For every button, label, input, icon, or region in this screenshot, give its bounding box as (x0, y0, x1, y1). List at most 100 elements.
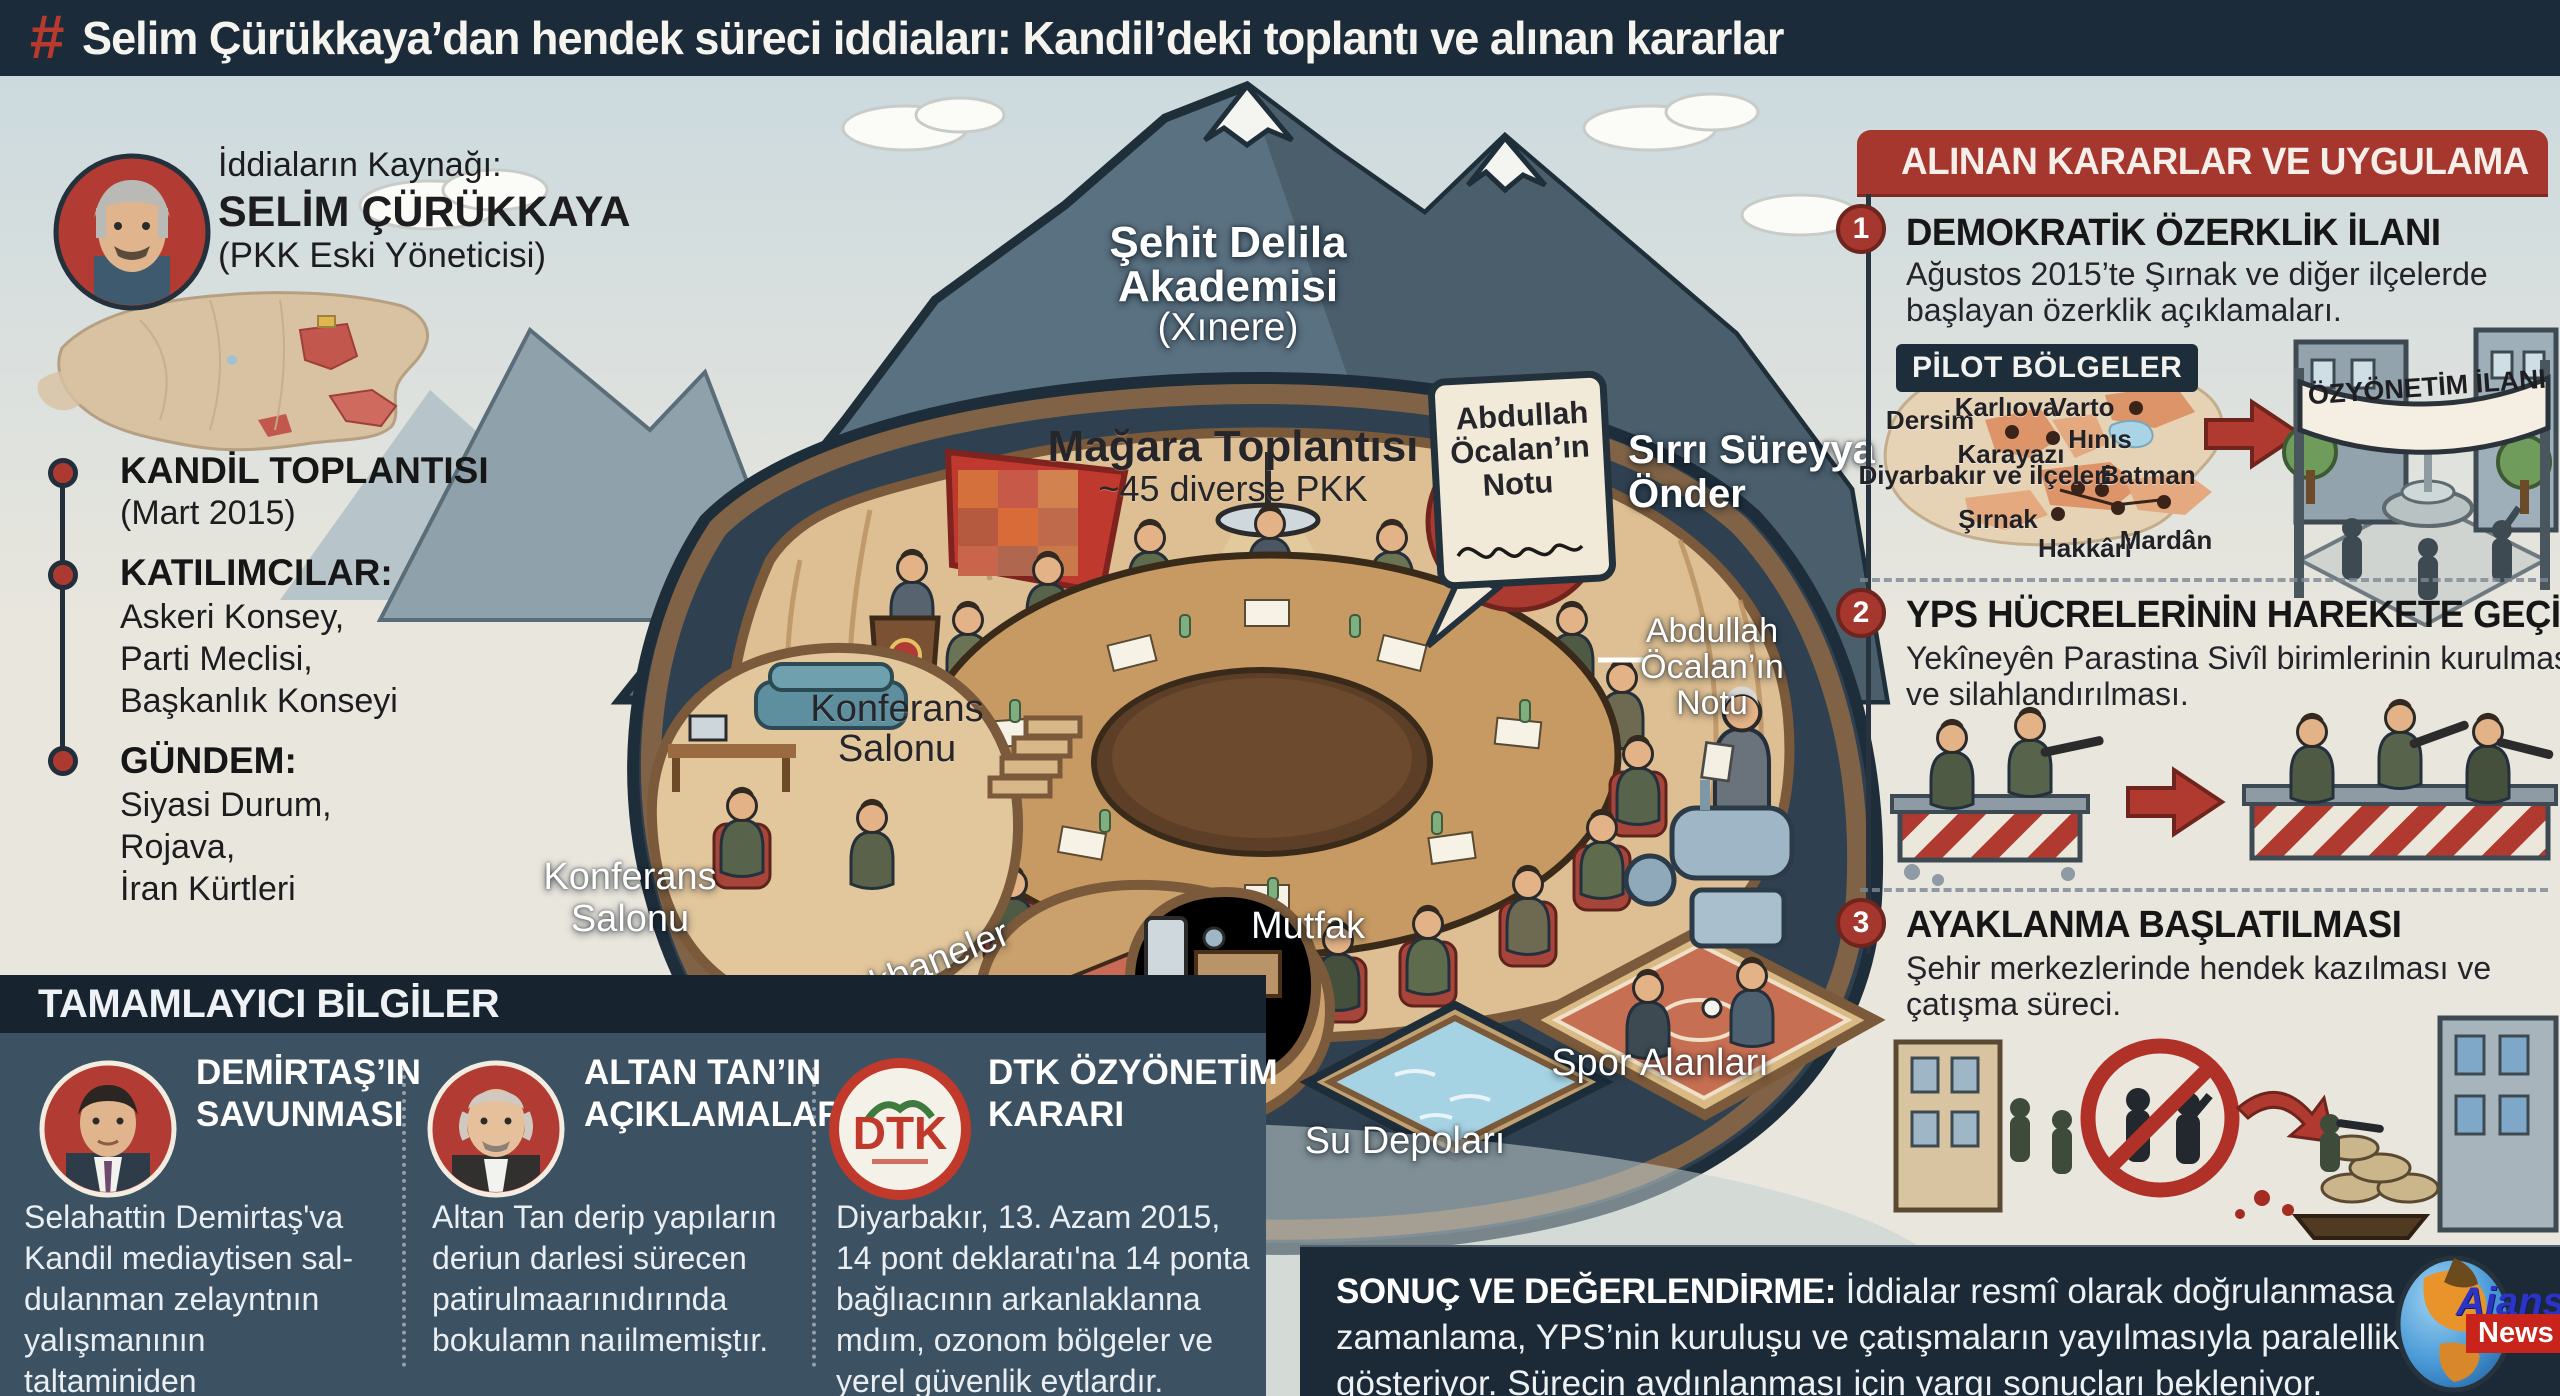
onder-label: Sırrı Süreyya (1628, 428, 1875, 472)
timeline-bullet (48, 560, 78, 590)
source-role: (PKK Eski Yöneticisi) (218, 236, 547, 275)
conclusion-text: SONUÇ VE DEĞERLENDİRME: İddialar resmî o… (1336, 1269, 2526, 1396)
supplementary-header-bar: TAMAMLAYICI BİLGİLER (0, 975, 1266, 1033)
suit-man (1700, 686, 1772, 842)
stairs (987, 715, 1083, 799)
ajans-news-logo: Ajans News (2388, 1248, 2560, 1396)
room-water (1299, 1000, 1614, 1163)
region-label: Hınıs (2068, 424, 2132, 454)
censored-patch (958, 470, 1078, 576)
note-pointer-label: Öcalan’ın (1640, 648, 1784, 686)
svg-text:DTK: DTK (853, 1107, 948, 1159)
decision-desc: başlayan özerklik açıklamaları. (1906, 292, 2342, 328)
riot-scene (1893, 1015, 2559, 1240)
timeline-item-line: Parti Meclisi, (120, 640, 313, 678)
header-bar: # Selim Çürükkaya’dan hendek süreci iddi… (0, 0, 2560, 76)
pilot-map (1883, 360, 2224, 547)
timeline-item-line: (Mart 2015) (120, 494, 296, 532)
divider (402, 1067, 406, 1367)
room-label-kitchen: Mutfak (1250, 905, 1366, 947)
pilot-regions-badge: PİLOT BÖLGELER (1896, 344, 2199, 392)
turkey-map (37, 291, 430, 452)
decision-number-badge: 2 (1836, 588, 1886, 638)
supp-block-title: KARARI (988, 1095, 1125, 1134)
decisions-rail (1866, 194, 1871, 954)
timeline-rail (60, 475, 65, 775)
note-bubble (1425, 370, 1617, 649)
supp-block-body: Altan Tan derip yapıların deriun darlesi… (432, 1199, 777, 1358)
supp-block-body: Diyarbakır, 13. Azam 2015, 14 pont dekla… (836, 1199, 1250, 1396)
room-label-conference-upper: Konferans (810, 688, 984, 730)
supp-block-title: SAVUNMASI (196, 1095, 404, 1134)
timeline-item-line: Siyasi Durum, (120, 786, 332, 824)
signature-scribble (1456, 543, 1584, 559)
region-label: Karayazı (1957, 439, 2065, 469)
timeline-item-line: İran Kürtleri (120, 870, 296, 908)
decision-desc: Ağustos 2015’te Şırnak ve diğer ilçelerd… (1906, 256, 2488, 292)
region-label: Dersim (1885, 405, 1975, 435)
decision-title: YPS HÜCRELERİNİN HAREKETE GEÇİRİLMESİ (1906, 594, 2560, 636)
divider (1860, 888, 2548, 892)
decision-title: AYAKLANMA BAŞLATILMASI (1906, 904, 2402, 946)
divider (812, 1067, 816, 1367)
supp-block-body: Selahattin Demirtaş'va Kandil mediaytise… (24, 1199, 354, 1396)
meeting-title: Mağara Toplantısı (1047, 422, 1419, 471)
timeline-bullet (48, 458, 78, 488)
logo-line2: News (2466, 1314, 2560, 1353)
timeline-item-line: Rojava, (120, 828, 236, 866)
city-scene (2282, 327, 2559, 628)
conclusion-body: İddialar resmî olarak doğrulanmasa da, z… (1336, 1272, 2453, 1396)
arrow-right-icon (2204, 398, 2304, 470)
room-label-conference-lower: Salonu (570, 898, 690, 940)
hash-icon: # (30, 3, 65, 72)
decision-number-badge: 1 (1836, 204, 1886, 254)
yps-scene (1890, 697, 2558, 886)
decision-desc: ve silahlandırılması. (1906, 676, 2189, 712)
page-title: Selim Çürükkaya’dan hendek süreci iddial… (82, 12, 1784, 64)
note-pointer-label: Notu (1676, 684, 1748, 722)
supp-block-title: DEMİRTAŞ’IN (196, 1053, 421, 1092)
clouds (358, 92, 1860, 237)
conclusion-panel: SONUÇ VE DEĞERLENDİRME: İddialar resmî o… (1300, 1245, 2560, 1396)
academy-label: Şehit Delila (1109, 218, 1347, 267)
decision-desc: Şehir merkezlerinde hendek kazılması ve (1906, 950, 2492, 986)
region-label: Karlıova (1954, 392, 2058, 422)
altan-tan-portrait (427, 1060, 565, 1198)
source-name: SELİM ÇÜRÜKKAYA (218, 188, 631, 236)
timeline-item-title: GÜNDEM: (120, 740, 297, 781)
region-label: Hakkâri (2038, 533, 2132, 563)
academy-sub-label: (Xınere) (1157, 306, 1299, 349)
timeline-item-title: KATILIMCILAR: (120, 552, 393, 593)
decision-desc: çatışma süreci. (1906, 986, 2122, 1022)
dtk-logo: DTK (829, 1058, 971, 1200)
region-label: Diyarbakır ve ilçeleri (1858, 460, 2112, 490)
region-label: Mardân (2119, 525, 2213, 555)
demirtas-portrait (39, 1060, 177, 1198)
divider (1860, 578, 2548, 582)
decisions-header-bar: ALINAN KARARLAR VE UYGULAMA (1857, 130, 2548, 194)
timeline-item-line: Başkanlık Konseyi (120, 682, 398, 720)
supplementary-panel: TAMAMLAYICI BİLGİLER DEMİRTAŞ’IN SAVUNMA… (0, 975, 1278, 1396)
supp-block-title: DTK ÖZYÖNETİM (988, 1053, 1278, 1092)
conclusion-label: SONUÇ VE DEĞERLENDİRME: (1336, 1272, 1836, 1311)
timeline-item-title: KANDİL TOPLANTISI (120, 450, 489, 491)
timeline-item-line: Askeri Konsey, (120, 598, 345, 636)
supplementary-header-title: TAMAMLAYICI BİLGİLER (38, 981, 500, 1026)
room-label-water: Su Depoları (1304, 1120, 1506, 1162)
region-label: Varto (2049, 392, 2115, 422)
prohibition-sign-icon (2080, 1038, 2240, 1198)
supp-block-title: AÇIKLAMALARI (584, 1095, 853, 1134)
decisions-header-title: ALINAN KARARLAR VE UYGULAMA (1901, 140, 2529, 183)
supp-block-title: ALTAN TAN’IN (584, 1053, 822, 1092)
onder-label: Önder (1628, 472, 1746, 516)
region-label: Şırnak (1958, 504, 2038, 534)
decision-title: DEMOKRATİK ÖZERKLİK İLANI (1906, 212, 2441, 254)
room-label-conference-lower: Konferans (543, 856, 717, 898)
note-pointer-label: Abdullah (1645, 612, 1779, 650)
timeline-bullet (48, 746, 78, 776)
decision-desc: Yekîneyên Parastina Sivîl birimlerinin k… (1906, 640, 2560, 676)
note-bubble-line: Notu (1481, 464, 1555, 503)
room-label-conference-upper: Salonu (837, 728, 957, 770)
